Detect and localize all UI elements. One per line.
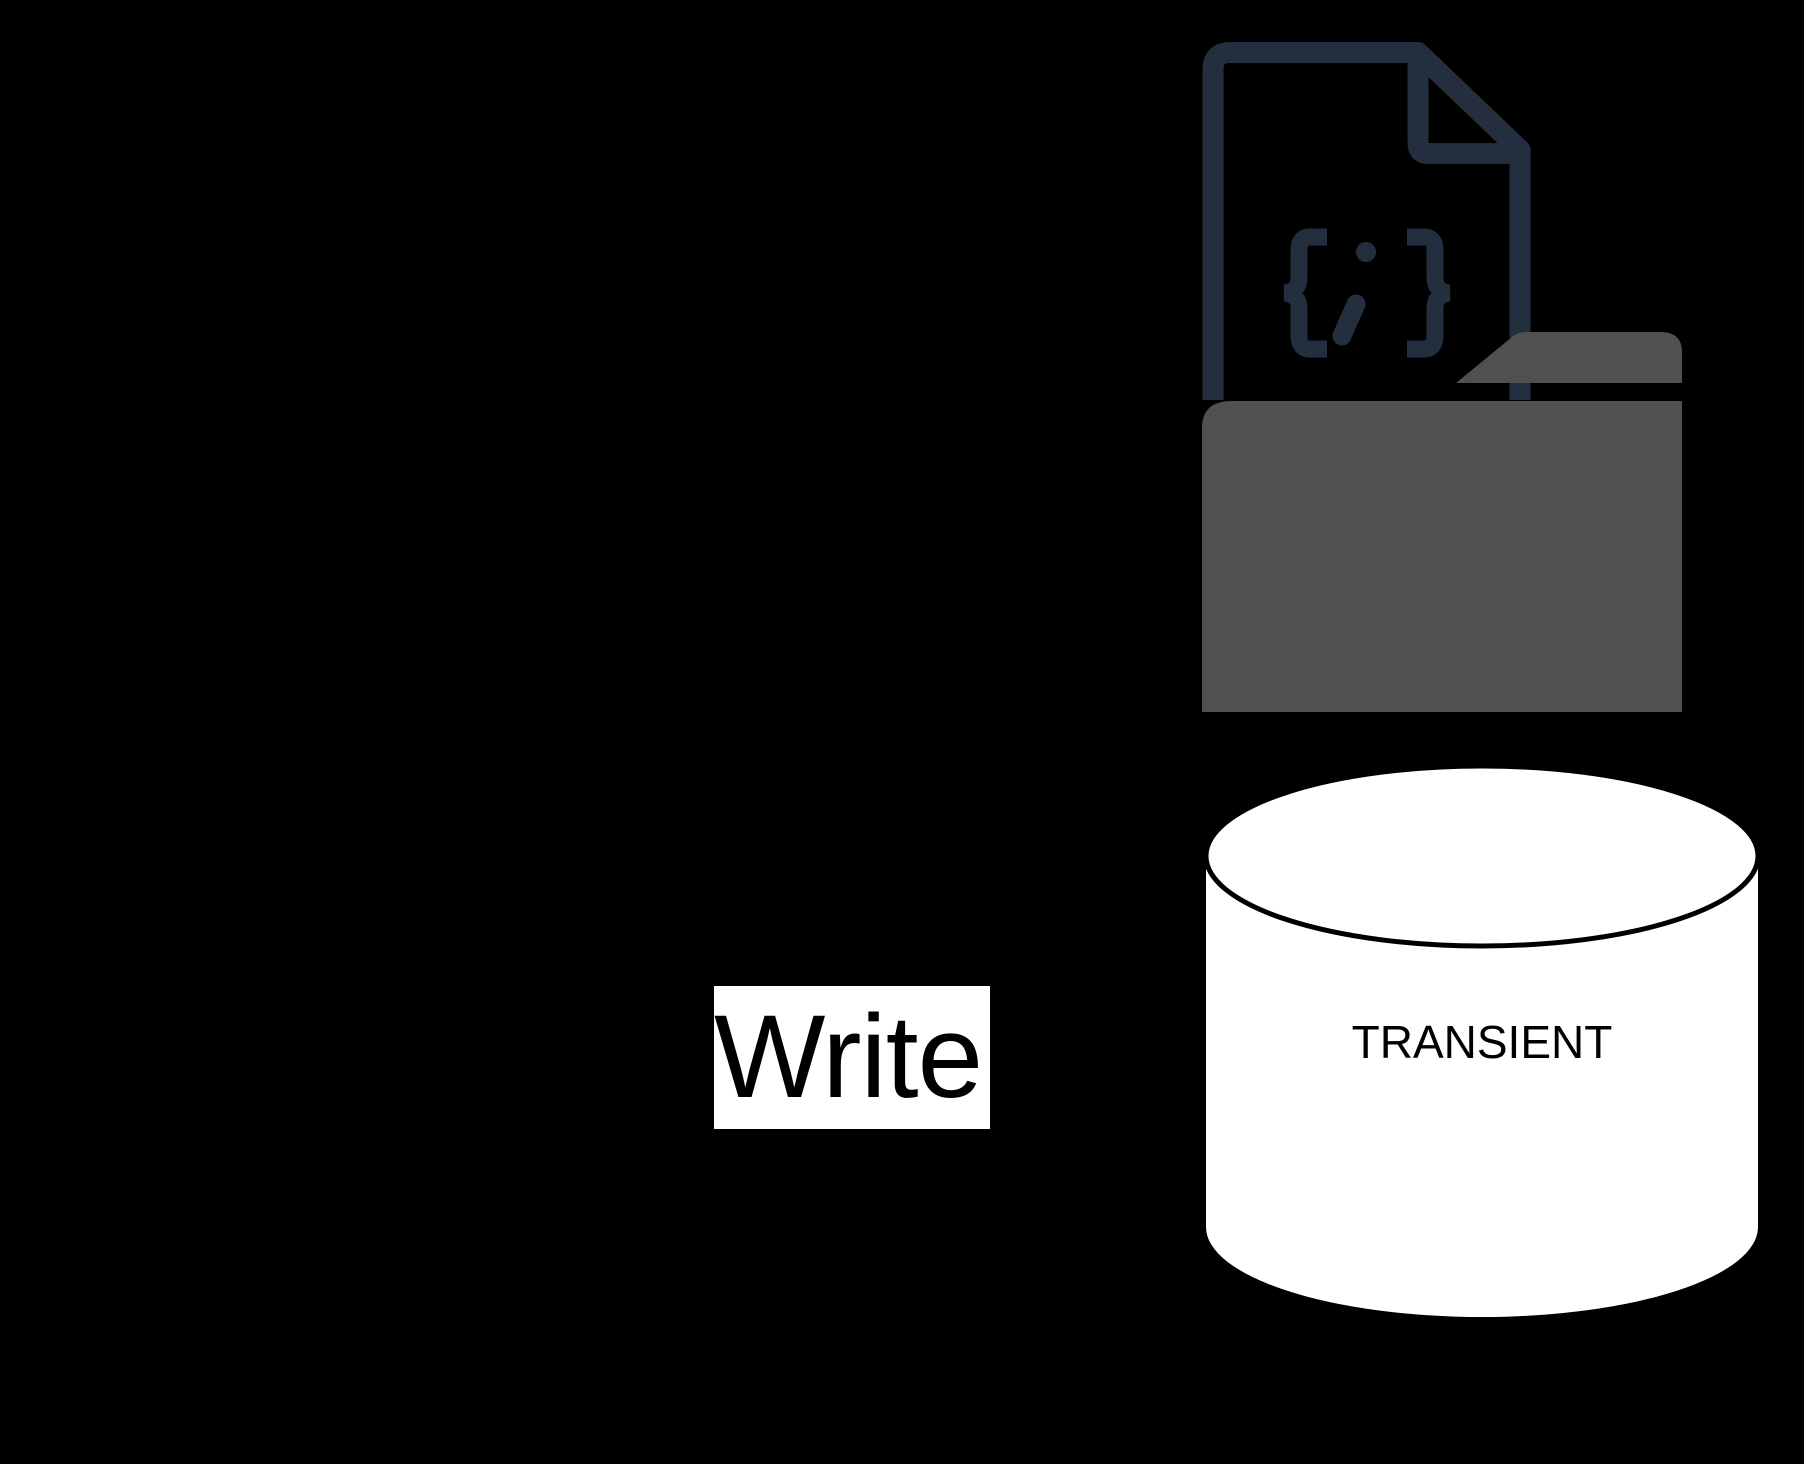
json-file-folder-icon xyxy=(1202,42,1682,712)
code-braces-icon xyxy=(1283,228,1451,358)
semicolon-dot xyxy=(1356,242,1376,262)
code-document-icon xyxy=(1202,42,1531,400)
folder-icon xyxy=(1202,332,1682,712)
transient-storage-label: TRANSIENT xyxy=(1351,1016,1613,1068)
write-edge-label: Write xyxy=(714,986,990,1129)
transient-storage-cylinder[interactable] xyxy=(1203,763,1761,1317)
